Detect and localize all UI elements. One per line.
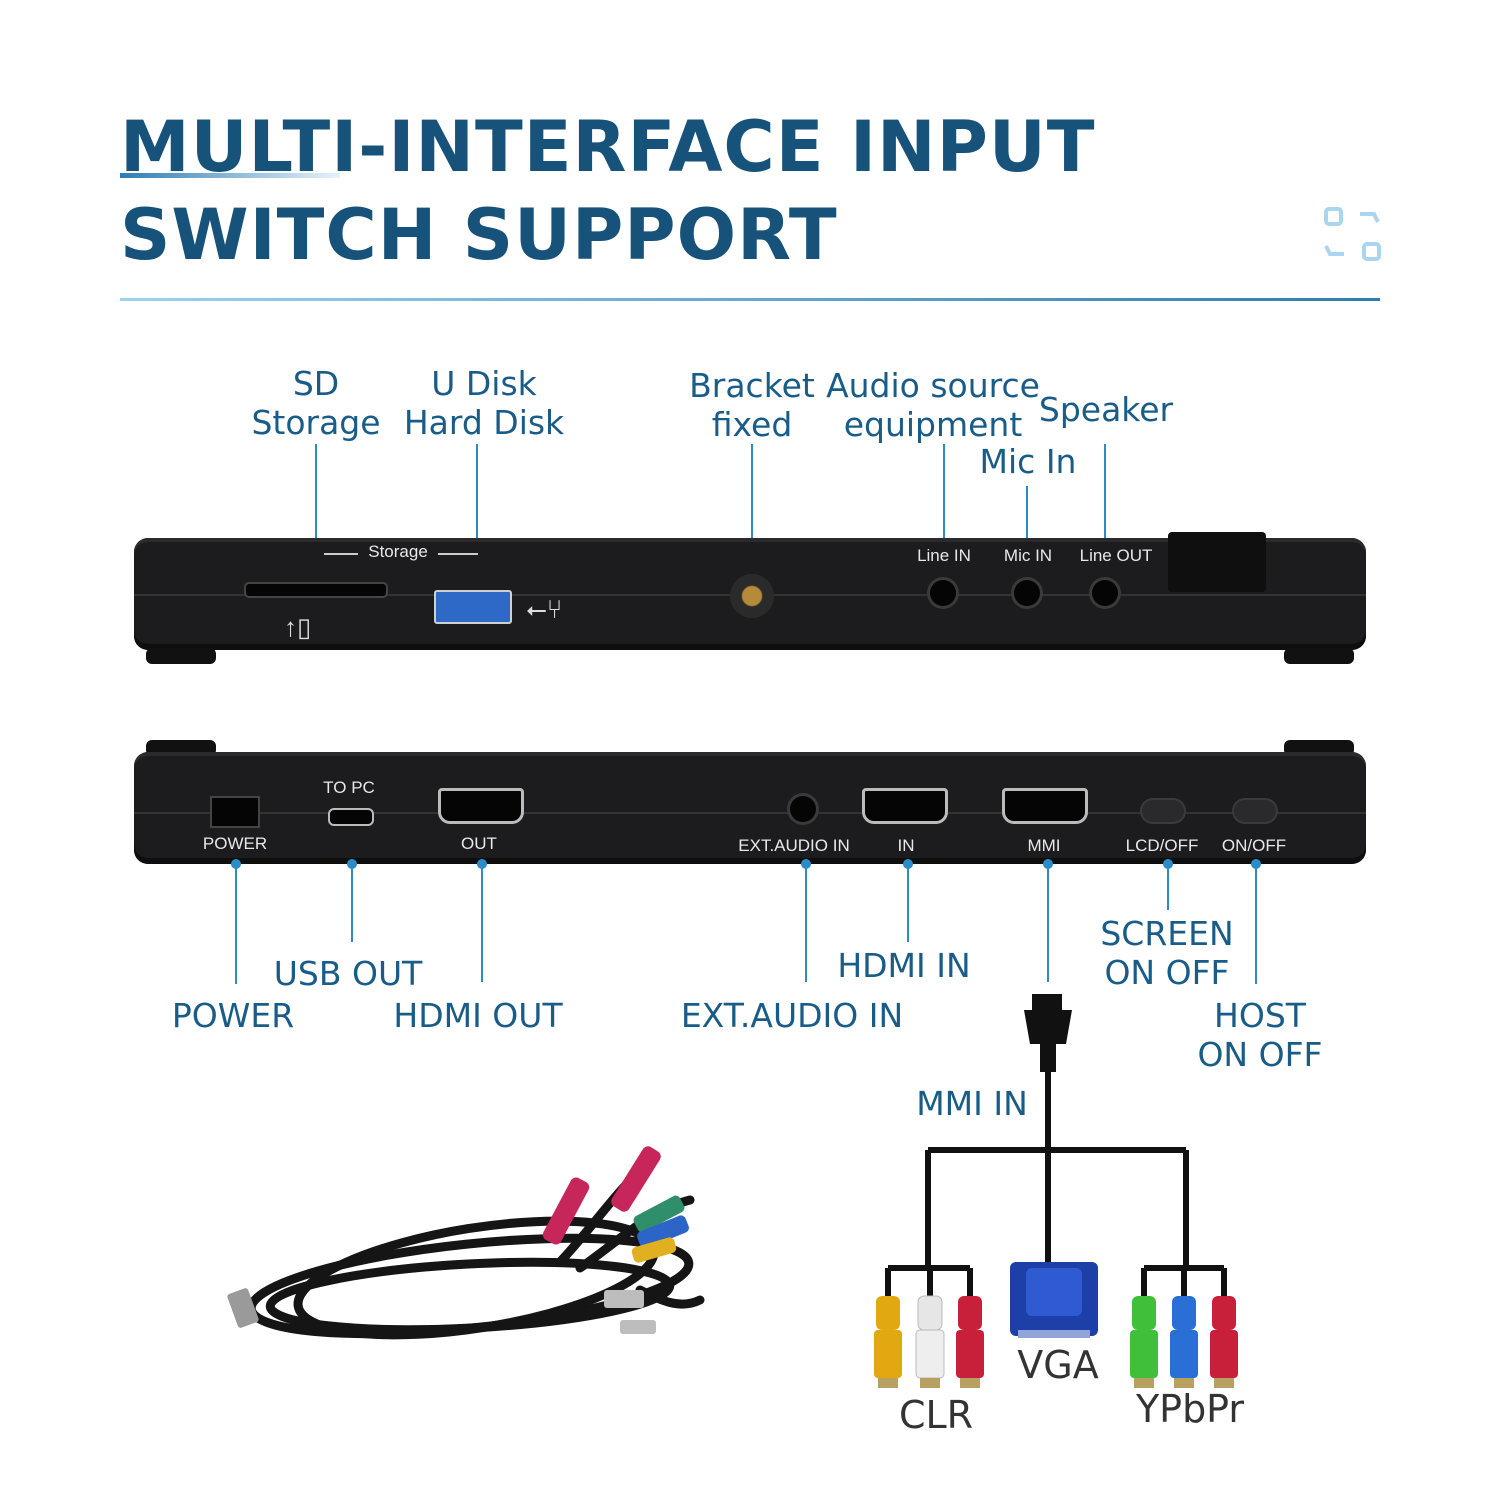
on-off-button[interactable] bbox=[1234, 800, 1276, 822]
sd-card-slot[interactable] bbox=[246, 584, 386, 596]
callout-power: POWER bbox=[171, 996, 295, 1035]
leader-mic-in bbox=[1026, 486, 1028, 566]
power-port[interactable] bbox=[210, 796, 260, 828]
storage-bracket-line-left bbox=[324, 553, 358, 555]
callout-hdmi-out: HDMI OUT bbox=[393, 996, 563, 1035]
storage-bracket-line-right bbox=[438, 553, 478, 555]
ext-audio-jack[interactable] bbox=[790, 796, 816, 822]
panel-to-pc-label: TO PC bbox=[323, 778, 375, 797]
hdmi-out-port[interactable] bbox=[438, 788, 524, 824]
line-in-jack[interactable] bbox=[930, 580, 956, 606]
leader-ext-audio bbox=[805, 864, 807, 982]
device-seam bbox=[134, 812, 1366, 814]
page-title-line2: SWITCH SUPPORT bbox=[120, 194, 838, 276]
vga-connector-icon bbox=[1010, 1262, 1098, 1338]
rca-yellow-plug-icon bbox=[874, 1296, 902, 1388]
panel-on-off-label: ON/OFF bbox=[1221, 836, 1287, 855]
kickstand-block bbox=[1168, 532, 1266, 592]
mmi-port[interactable] bbox=[1002, 788, 1088, 824]
leader-hdmi-out bbox=[481, 864, 483, 982]
hdmi-in-port[interactable] bbox=[862, 788, 948, 824]
page-title-line1: MULTI-INTERFACE INPUT bbox=[120, 106, 1096, 188]
panel-ext-audio-label: EXT.AUDIO IN bbox=[738, 836, 850, 855]
panel-power-label: POWER bbox=[202, 834, 268, 853]
hdmi-plug-icon bbox=[1024, 994, 1072, 1072]
leader-hdmi-in bbox=[907, 864, 909, 942]
leader-sd bbox=[315, 444, 317, 564]
callout-hdmi-in: HDMI IN bbox=[837, 946, 971, 985]
callout-ext-audio: EXT.AUDIO IN bbox=[680, 996, 904, 1035]
mic-in-jack[interactable] bbox=[1014, 580, 1040, 606]
rca-blue-plug-icon bbox=[1170, 1296, 1198, 1388]
panel-storage-label: Storage bbox=[368, 542, 428, 561]
leader-line-out bbox=[1104, 444, 1106, 566]
header-divider bbox=[120, 298, 1380, 301]
rca-red2-plug-icon bbox=[1210, 1296, 1238, 1388]
lcd-off-button[interactable] bbox=[1142, 800, 1184, 822]
panel-mic-in-label: Mic IN bbox=[1003, 546, 1053, 565]
callout-mic-in: Mic In bbox=[979, 442, 1077, 481]
rca-white-plug-icon bbox=[915, 1295, 945, 1388]
bracket-screw-mount bbox=[730, 574, 774, 618]
title-underline bbox=[120, 173, 340, 178]
panel-lcd-off-label: LCD/OFF bbox=[1125, 836, 1199, 855]
line-out-jack[interactable] bbox=[1092, 580, 1118, 606]
rca-green-plug-icon bbox=[1130, 1296, 1158, 1388]
leader-usb-out bbox=[351, 864, 353, 942]
cable-vga-label: VGA bbox=[1017, 1343, 1099, 1387]
micro-usb-port[interactable] bbox=[328, 808, 374, 826]
panel-mmi-label: MMI bbox=[1027, 836, 1061, 855]
leader-host bbox=[1255, 864, 1257, 984]
callout-usb-out: USB OUT bbox=[273, 954, 423, 993]
leader-line-in bbox=[943, 444, 945, 566]
leader-bracket bbox=[751, 444, 753, 566]
splitter-cable bbox=[885, 1070, 1227, 1296]
leader-mmi bbox=[1047, 864, 1049, 982]
leader-udisk bbox=[476, 444, 478, 564]
cable-mmi-in-label: MMI IN bbox=[916, 1084, 1028, 1123]
rca-red-plug-icon bbox=[956, 1296, 984, 1388]
cable-clr-label: CLR bbox=[898, 1393, 974, 1437]
device-foot-right bbox=[1284, 648, 1354, 664]
photo-rca-plugs bbox=[542, 1146, 689, 1263]
usb-symbol-icon: ⭠⑂ bbox=[526, 594, 563, 624]
usb-port[interactable] bbox=[434, 590, 512, 624]
panel-out-label: OUT bbox=[461, 834, 497, 853]
leader-screen bbox=[1167, 864, 1169, 910]
device-top-view: Storage ↑▯ ⭠⑂ Line IN Mic IN Line OUT bbox=[134, 532, 1366, 650]
device-rear-view: POWER TO PC OUT EXT.AUDIO IN IN MMI LCD/… bbox=[134, 752, 1366, 864]
leader-power bbox=[235, 864, 237, 984]
corner-brackets-icon bbox=[1324, 207, 1381, 261]
callout-speaker: Speaker bbox=[1038, 390, 1174, 429]
sd-card-icon: ↑▯ bbox=[284, 612, 312, 642]
panel-line-in-label: Line IN bbox=[917, 546, 971, 565]
cable-ypbpr-label: YPbPr bbox=[1135, 1387, 1245, 1431]
panel-in-label: IN bbox=[897, 836, 915, 855]
device-foot-left bbox=[146, 648, 216, 664]
panel-line-out-label: Line OUT bbox=[1079, 546, 1153, 565]
